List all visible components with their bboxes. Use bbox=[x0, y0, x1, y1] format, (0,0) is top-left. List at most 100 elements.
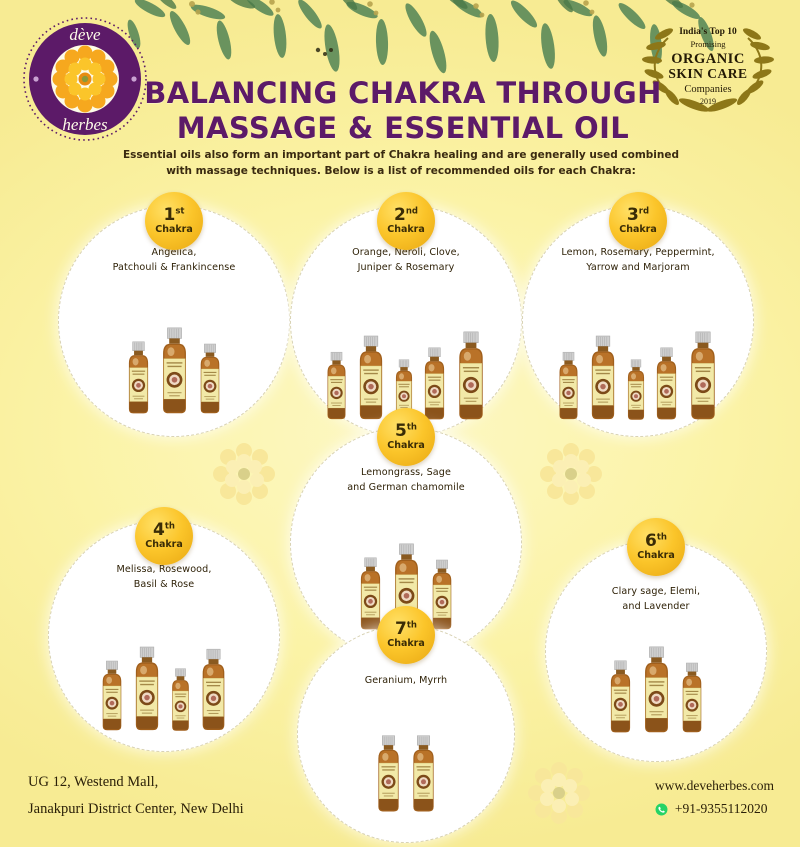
essential-oil-bottle-icon bbox=[327, 351, 346, 420]
chakra-badge-1[interactable]: 1st Chakra bbox=[145, 192, 203, 250]
bottle bbox=[196, 648, 231, 737]
essential-oil-bottle-icon bbox=[691, 331, 715, 420]
chakra-4-number: 4th bbox=[153, 519, 175, 540]
title-line-2: MASSAGE & ESSENTIAL OIL bbox=[176, 111, 630, 146]
chakra-7-oils: Geranium, Myrrh bbox=[315, 674, 496, 689]
essential-oil-bottle-icon bbox=[200, 343, 220, 414]
chakra-badge-5[interactable]: 5th Chakra bbox=[377, 408, 435, 466]
eucalyptus-leaves-decoration bbox=[127, 0, 714, 74]
chakra-7-oils-line-1: Geranium, Myrrh bbox=[364, 675, 448, 686]
essential-oil-bottle-icon bbox=[459, 331, 483, 420]
chakra-4-oils-line-1: Melissa, Rosewood, bbox=[116, 564, 212, 575]
chakra-badge-7[interactable]: 7th Chakra bbox=[377, 606, 435, 664]
marigold-decoration-left bbox=[213, 443, 275, 505]
award-line-5: Companies bbox=[684, 84, 731, 95]
essential-oil-bottle-icon bbox=[413, 735, 434, 812]
essential-oil-bottle-icon bbox=[645, 646, 668, 733]
chakra-4-oils: Melissa, Rosewood, Basil & Rose bbox=[67, 563, 260, 592]
bottle bbox=[129, 646, 165, 737]
essential-oil-bottle-icon bbox=[610, 660, 631, 733]
website-link[interactable]: www.deveherbes.com bbox=[654, 778, 774, 794]
footer-address: UG 12, Westend Mall, Janakpuri District … bbox=[28, 769, 244, 823]
page-subtitle: Essential oils also form an important pa… bbox=[95, 148, 707, 179]
bottle bbox=[322, 351, 351, 426]
award-line-1: India's Top 10 bbox=[679, 27, 737, 37]
bottle bbox=[638, 646, 675, 739]
chakra-3-number: 3rd bbox=[626, 204, 650, 225]
bottle bbox=[623, 359, 649, 426]
bottle bbox=[167, 668, 194, 737]
bottle bbox=[97, 660, 127, 737]
deve-herbes-logo: dève herbes bbox=[23, 17, 147, 141]
essential-oil-bottle-icon bbox=[102, 660, 122, 731]
chakra-6-label: Chakra bbox=[637, 549, 675, 561]
marigold-flower-icon bbox=[52, 45, 118, 113]
award-line-6: 2019 bbox=[700, 97, 716, 106]
chakra-badge-4[interactable]: 4th Chakra bbox=[135, 507, 193, 565]
chakra-1-label: Chakra bbox=[155, 223, 193, 235]
phone-number[interactable]: +91-9355112020 bbox=[674, 801, 768, 817]
chakra-2-number: 2nd bbox=[394, 204, 418, 225]
bottle bbox=[684, 331, 722, 426]
essential-oil-bottle-icon bbox=[656, 347, 677, 420]
bottle bbox=[195, 343, 225, 420]
chakra-3-oils: Lemon, Rosemary, Peppermint, Yarrow and … bbox=[541, 246, 734, 275]
bottle bbox=[585, 335, 621, 426]
chakra-1-oils-line-2: Patchouli & Frankincense bbox=[112, 261, 236, 273]
bottle bbox=[651, 347, 682, 426]
bottle bbox=[605, 660, 636, 739]
bottle bbox=[123, 341, 154, 420]
address-line-2: Janakpuri District Center, New Delhi bbox=[28, 801, 244, 818]
bottle bbox=[156, 327, 193, 420]
footer-contact: www.deveherbes.com +91-9355112020 bbox=[655, 775, 774, 821]
chakra-5-oils-line-1: Lemongrass, Sage bbox=[361, 467, 451, 478]
bottle bbox=[372, 735, 405, 818]
chakra-4-label: Chakra bbox=[145, 538, 183, 550]
essential-oil-bottle-icon bbox=[360, 557, 381, 630]
chakra-badge-3[interactable]: 3rd Chakra bbox=[609, 192, 667, 250]
essential-oil-bottle-icon bbox=[682, 662, 702, 733]
chakra-4-bottles bbox=[49, 646, 279, 737]
chakra-2-bottles bbox=[291, 331, 521, 426]
chakra-5-bottles bbox=[291, 543, 521, 636]
whatsapp-icon bbox=[655, 803, 668, 816]
chakra-5-label: Chakra bbox=[387, 439, 425, 451]
chakra-1-number: 1st bbox=[163, 204, 185, 225]
chakra-5-number: 5th bbox=[395, 420, 417, 441]
chakra-5-oils-line-2: and German chamomile bbox=[347, 481, 465, 493]
essential-oil-bottle-icon bbox=[202, 648, 225, 730]
chakra-6-oils-line-1: Clary sage, Elemi, bbox=[611, 586, 701, 597]
essential-oil-bottle-icon bbox=[163, 327, 186, 414]
subtitle-line-1: Essential oils also form an important pa… bbox=[122, 149, 679, 161]
chakra-1-oils: Angelica, Patchouli & Frankincense bbox=[77, 246, 270, 275]
chakra-6-oils-line-2: and Lavender bbox=[622, 600, 690, 612]
chakra-1-bottles bbox=[59, 327, 289, 420]
chakra-2-oils-line-2: Juniper & Rosemary bbox=[357, 261, 455, 273]
logo-bottom-text: herbes bbox=[62, 115, 108, 134]
bottle bbox=[407, 735, 440, 818]
title-line-1: BALANCING CHAKRA THROUGH bbox=[144, 76, 662, 110]
essential-oil-bottle-icon bbox=[627, 359, 645, 420]
chakra-7-label: Chakra bbox=[387, 637, 425, 649]
chakra-badge-2[interactable]: 2nd Chakra bbox=[377, 192, 435, 250]
bottle bbox=[554, 351, 583, 426]
logo-top-text: dève bbox=[69, 25, 101, 44]
chakra-2-oils-line-1: Orange, Neroli, Clove, bbox=[352, 247, 460, 258]
chakra-7-bottles bbox=[298, 735, 514, 818]
award-badge: India's Top 10 Promising ORGANIC SKIN CA… bbox=[642, 27, 774, 112]
chakra-badge-6[interactable]: 6th Chakra bbox=[627, 518, 685, 576]
chakra-6-number: 6th bbox=[645, 530, 667, 551]
award-line-2: Promising bbox=[691, 39, 727, 49]
chakra-1-oils-line-1: Angelica, bbox=[151, 247, 197, 258]
chakra-2-oils: Orange, Neroli, Clove, Juniper & Rosemar… bbox=[309, 246, 502, 275]
bottle bbox=[355, 557, 386, 636]
chakra-bubble-6[interactable]: Clary sage, Elemi, and Lavender bbox=[545, 540, 767, 762]
chakra-3-label: Chakra bbox=[619, 223, 657, 235]
essential-oil-bottle-icon bbox=[432, 559, 452, 630]
essential-oil-bottle-icon bbox=[172, 668, 189, 731]
chakra-6-oils: Clary sage, Elemi, and Lavender bbox=[564, 585, 749, 614]
chakra-7-number: 7th bbox=[395, 618, 417, 639]
subtitle-line-2: with massage techniques. Below is a list… bbox=[166, 164, 636, 177]
award-line-3: ORGANIC bbox=[671, 51, 745, 67]
